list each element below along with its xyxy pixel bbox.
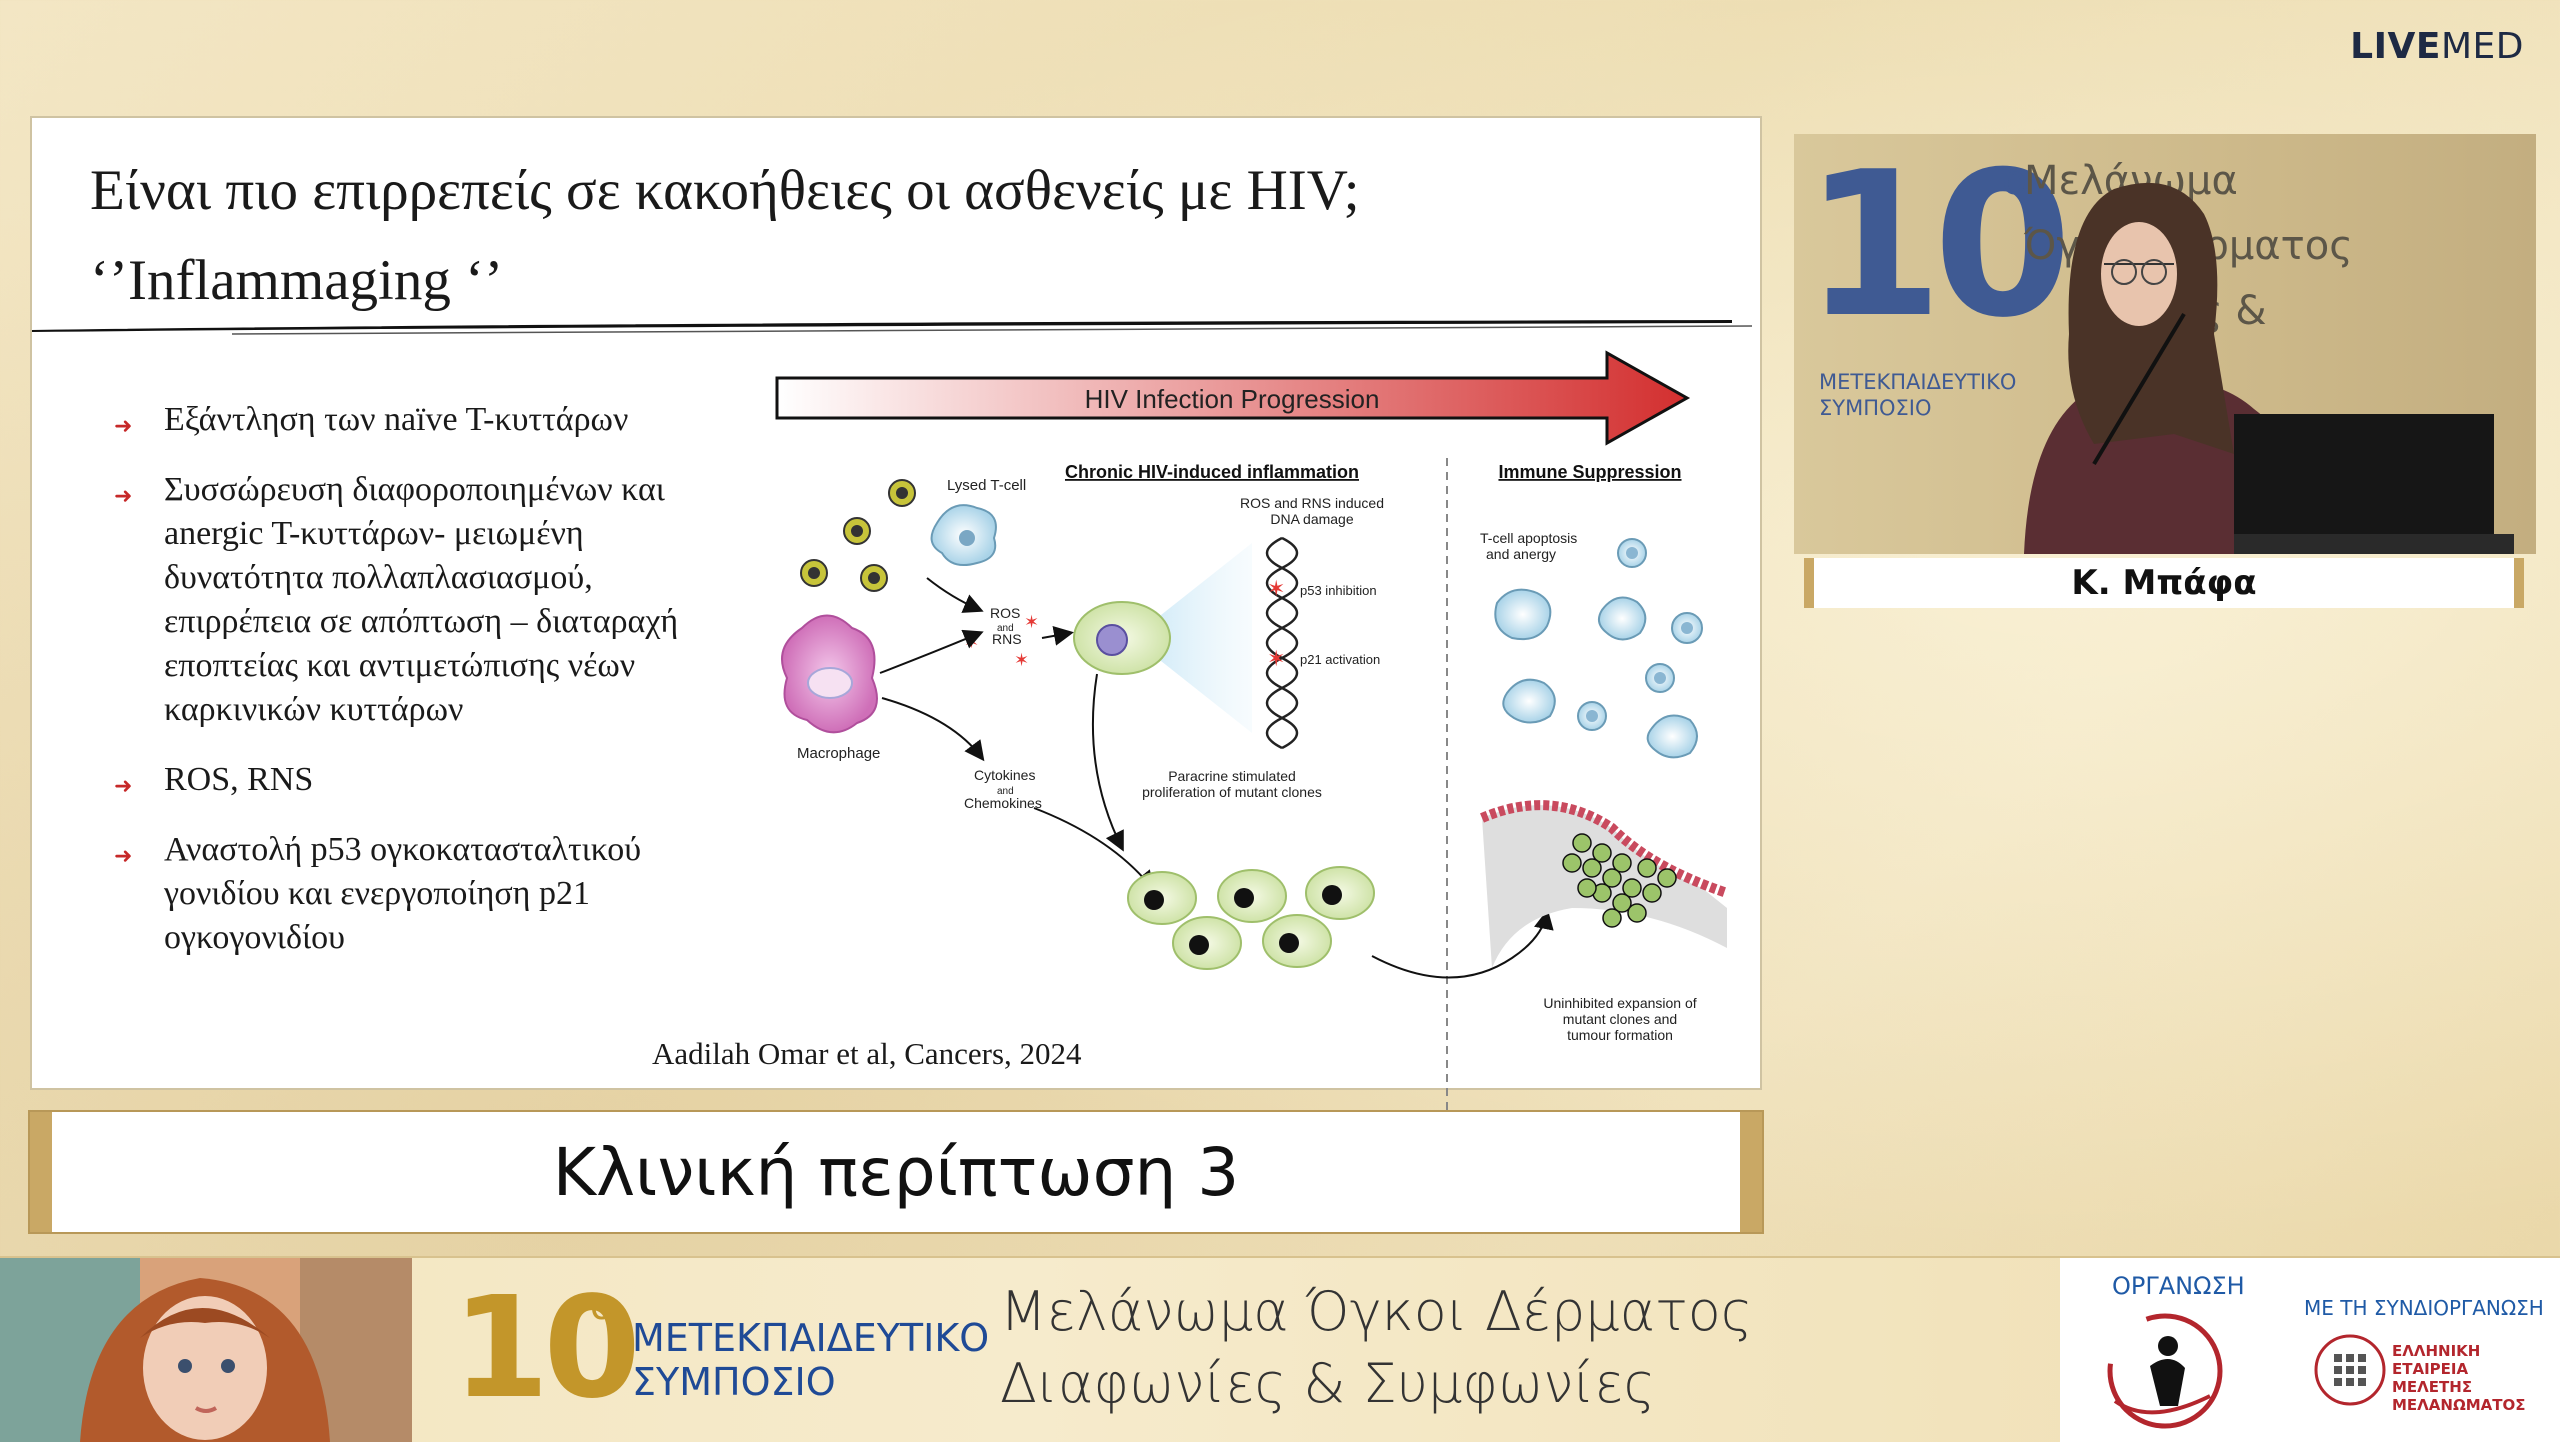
footer-topic-line1: Μελάνωμα Όγκοι Δέρματος — [1000, 1280, 1753, 1343]
bullet-arrow-icon: ➜ — [114, 773, 133, 798]
laptop — [2234, 414, 2514, 554]
svg-text:✶: ✶ — [1267, 646, 1285, 671]
svg-text:T-cell apoptosis: T-cell apoptosis — [1480, 530, 1577, 546]
list-item: ➜Συσσώρευση διαφοροποιημένων και anergic… — [114, 471, 679, 728]
slide-citation: Aadilah Omar et al, Cancers, 2024 — [652, 1036, 1082, 1071]
list-item: ➜ROS, RNS — [84, 758, 724, 802]
svg-text:✶: ✶ — [1267, 576, 1285, 601]
svg-text:✶: ✶ — [1024, 612, 1039, 632]
svg-text:and: and — [997, 786, 1014, 797]
arrow-clones-tumour — [1371, 909, 1554, 979]
bullet-arrow-icon: ➜ — [114, 483, 133, 508]
svg-text:Paracrine stimulated: Paracrine stimulated — [1168, 768, 1296, 784]
tumour-formation — [1480, 800, 1729, 968]
slide-title: Είναι πιο επιρρεπείς σε κακοήθειες οι ασ… — [90, 159, 1360, 222]
bullet-arrow-icon: ➜ — [114, 843, 133, 868]
svg-text:Uninhibited expansion of: Uninhibited expansion of — [1543, 995, 1696, 1011]
arrow-cyto-clones — [1033, 807, 1155, 892]
svg-text:ΣΥΜΠΟΣΙΟ: ΣΥΜΠΟΣΙΟ — [1819, 396, 1932, 420]
target-cell — [1073, 601, 1171, 675]
footer-symposium-line1: ΜΕΤΕΚΠΑΙΔΕΥΤΙΚΟ — [632, 1316, 990, 1360]
list-item: ➜Εξάντληση των naïve T-κυττάρων — [84, 398, 724, 442]
dna-damage-beam — [1132, 543, 1252, 733]
svg-text:ο: ο — [2002, 158, 2026, 204]
portrait-painting — [0, 1258, 412, 1442]
brand-logo: LIVEMED — [2350, 26, 2524, 67]
svg-text:tumour formation: tumour formation — [1567, 1027, 1673, 1043]
speaker-name: Κ. Μπάφα — [2071, 563, 2257, 603]
backdrop-number: 10 — [1804, 134, 2063, 362]
dna-helix — [1265, 536, 1299, 750]
title-underline — [32, 320, 1753, 335]
svg-text:proliferation of mutant clones: proliferation of mutant clones — [1142, 784, 1322, 800]
progression-arrow: HIV Infection Progression — [775, 350, 1691, 446]
footer-degree: ο — [590, 1284, 614, 1328]
presentation-slide: Είναι πιο επιρρεπείς σε κακοήθειες οι ασ… — [30, 116, 1762, 1138]
svg-text:ROS and RNS induced: ROS and RNS induced — [1240, 495, 1384, 511]
bullet-arrow-icon: ➜ — [114, 413, 133, 438]
svg-text:and: and — [997, 623, 1014, 634]
speaker-name-bar: Κ. Μπάφα — [1804, 558, 2524, 608]
arrow-macro-cyto — [881, 697, 985, 762]
hiv-inflammation-figure: HIV Infection Progression Chronic HIV-in… — [775, 350, 1729, 1138]
svg-text:ΜΕΤΕΚΠΑΙΔΕΥΤΙΚΟ: ΜΕΤΕΚΠΑΙΔΕΥΤΙΚΟ — [1819, 370, 2016, 394]
arrow-macro-ros — [879, 629, 984, 674]
svg-text:RNS: RNS — [992, 631, 1022, 647]
svg-text:p53 inhibition: p53 inhibition — [1300, 583, 1377, 598]
macrophage-label: Macrophage — [797, 745, 880, 762]
svg-text:p21 activation: p21 activation — [1300, 652, 1380, 667]
footer-number: 10 — [452, 1267, 641, 1430]
ros-rns: ROS and RNS ✶ ✶ ✶ — [964, 605, 1039, 670]
coorganizer-name: ΕΛΛΗΝΙΚΗ ΕΤΑΙΡΕΙΑ ΜΕΛΕΤΗΣ ΜΕΛΑΝΩΜΑΤΟΣ — [2392, 1342, 2526, 1414]
section-title-right: Immune Suppression — [1498, 462, 1681, 482]
svg-text:DNA damage: DNA damage — [1270, 511, 1353, 527]
svg-text:ROS: ROS — [990, 605, 1020, 621]
t-cells — [1494, 538, 1703, 759]
arrow-ros-cell — [1041, 625, 1074, 646]
slide-subtitle: ‘’Inflammaging ‘’ — [90, 249, 504, 312]
svg-text:Chemokines: Chemokines — [964, 795, 1042, 811]
list-item: ➜Αναστολή p53 ογκοκατασταλτικού γονιδίου… — [114, 831, 642, 956]
footer-topic-line2: Διαφωνίες & Συμφωνίες — [1000, 1352, 1656, 1415]
lysed-t-cell: Lysed T-cell — [930, 477, 1026, 566]
coorganizer-logo — [2314, 1334, 2386, 1406]
organization-label: ΟΡΓΑΝΩΣΗ — [2112, 1272, 2245, 1300]
virus-particles — [800, 479, 916, 592]
section-title-left: Chronic HIV-induced inflammation — [1065, 462, 1359, 482]
arrow-label: HIV Infection Progression — [1085, 384, 1380, 414]
lysed-label: Lysed T-cell — [947, 477, 1026, 494]
speaker-video: 10 ο Μελάνωμα Όγκοι Δέρματος ίες & ΜΕΤΕΚ… — [1794, 134, 2536, 554]
arrow-cell-clones — [1091, 673, 1124, 852]
cytokines-label: Cytokines and Chemokines — [964, 767, 1042, 811]
svg-text:mutant clones and: mutant clones and — [1563, 1011, 1677, 1027]
arrow-virus-ros — [926, 577, 984, 613]
caption-text: Κλινική περίπτωση 3 — [552, 1133, 1240, 1211]
organizers-panel: ΟΡΓΑΝΩΣΗ ΜΕ ΤΗ ΣΥΝΔΙΟΡΓΑΝΩΣΗ ΕΛΛΗΝΙΚΗ ΕΤ… — [2060, 1258, 2560, 1442]
mutant-clones — [1127, 866, 1375, 970]
macrophage: Macrophage — [781, 614, 880, 762]
coorganization-label: ΜΕ ΤΗ ΣΥΝΔΙΟΡΓΑΝΩΣΗ — [2304, 1296, 2544, 1320]
svg-text:and anergy: and anergy — [1486, 546, 1556, 562]
caption-bar: Κλινική περίπτωση 3 — [30, 1112, 1762, 1232]
svg-text:✶: ✶ — [1014, 650, 1029, 670]
bullet-list: ➜Εξάντληση των naïve T-κυττάρων ➜Συσσώρε… — [84, 398, 724, 986]
organizer-logo — [2107, 1313, 2223, 1429]
footer-banner: 10 ο ΜΕΤΕΚΠΑΙΔΕΥΤΙΚΟ ΣΥΜΠΟΣΙΟ Μελάνωμα Ό… — [0, 1256, 2560, 1442]
footer-symposium-line2: ΣΥΜΠΟΣΙΟ — [632, 1360, 836, 1404]
svg-text:Cytokines: Cytokines — [974, 767, 1035, 783]
